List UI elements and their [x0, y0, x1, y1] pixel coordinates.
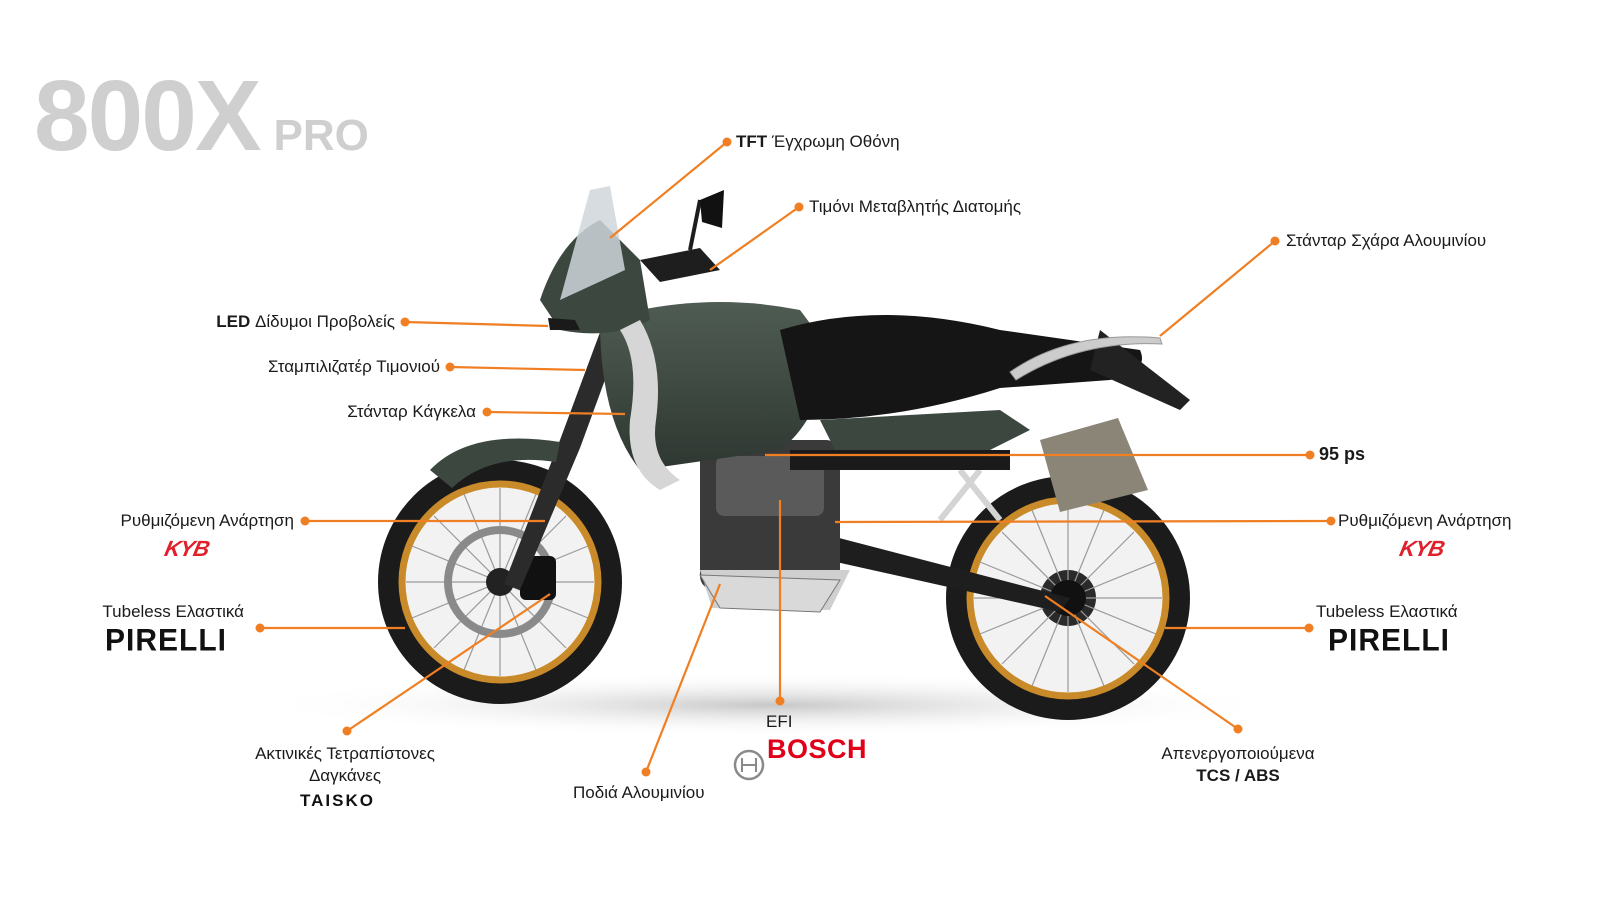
- callout-calipers: Ακτινικές Τετραπίστονες Δαγκάνες: [228, 743, 462, 787]
- dot-susp-rear: [1326, 516, 1336, 526]
- mirror-stem: [688, 199, 702, 251]
- front-fork: [504, 300, 632, 590]
- front-fender: [430, 438, 560, 488]
- line-led: [404, 320, 549, 328]
- callout-led: LED Δίδυμοι Προβολείς: [216, 311, 395, 333]
- callout-tft: TFT Έγχρωμη Οθόνη: [736, 131, 900, 153]
- dot-tyres-rear: [1304, 623, 1314, 633]
- callout-rack: Στάνταρ Σχάρα Αλουμινίου: [1286, 231, 1487, 250]
- callout-tcs-line1: Απενεργοποιούμενα: [1161, 744, 1315, 763]
- line-calipers: [346, 593, 551, 732]
- callout-susp-front: Ρυθμιζόμενη Ανάρτηση: [120, 511, 295, 530]
- dot-damper: [445, 362, 455, 372]
- line-rack: [1159, 240, 1276, 337]
- callout-efi: EFI: [766, 712, 793, 731]
- exhaust: [1040, 418, 1148, 512]
- pirelli-rear-text: PIRELLI: [1328, 623, 1451, 658]
- kyb-logo-front: KYB: [162, 536, 212, 561]
- dot-calipers: [342, 726, 352, 736]
- callout-calipers-line2: Δαγκάνες: [308, 766, 382, 785]
- dot-power: [1305, 450, 1315, 460]
- dot-tcs: [1233, 724, 1243, 734]
- dot-crashbars: [482, 407, 492, 417]
- callout-tyres-rear: Tubeless Ελαστικά: [1316, 602, 1458, 621]
- dot-tft: [722, 137, 732, 147]
- fuel-tank: [600, 302, 830, 470]
- pirelli-front-text: PIRELLI: [105, 623, 228, 658]
- callout-damper: Σταμπιλιζατέρ Τιμονιού: [268, 357, 440, 376]
- pirelli-logo-front: PIRELLI: [105, 623, 227, 659]
- callout-lines: [260, 141, 1332, 773]
- callout-tcs-line2: TCS / ABS: [1196, 766, 1280, 785]
- headlight: [548, 318, 580, 330]
- seat: [780, 315, 1142, 420]
- crash-bars: [620, 320, 680, 490]
- callout-tcs: Απενεργοποιούμενα TCS / ABS: [1138, 743, 1338, 787]
- dot-susp-front: [300, 516, 310, 526]
- dot-rack: [1270, 236, 1280, 246]
- bosch-logo-icon: [733, 749, 765, 781]
- callout-handlebar: Τιμόνι Μεταβλητής Διατομής: [809, 197, 1022, 216]
- callout-crashbars: Στάνταρ Κάγκελα: [347, 402, 476, 421]
- callout-tyres-front: Tubeless Ελαστικά: [102, 602, 244, 621]
- skid-plate: [699, 574, 841, 613]
- callout-dots: [255, 137, 1336, 777]
- line-tcs: [1044, 595, 1239, 730]
- line-susp-rear: [834, 519, 1332, 524]
- model-suffix: PRO: [273, 111, 369, 160]
- kyb-logo-rear: KYB: [1397, 536, 1447, 561]
- callout-power: 95 ps: [1319, 444, 1366, 464]
- rear-subframe: [937, 468, 1003, 522]
- frame-rail: [790, 450, 1010, 470]
- front-wheel: [378, 460, 622, 704]
- taisko-logo: TAISKO: [300, 791, 375, 810]
- callout-tft-text: Έγχρωμη Οθόνη: [767, 132, 900, 151]
- callout-tft-bold: TFT: [736, 132, 768, 151]
- line-footpegs: [644, 583, 722, 773]
- side-panel: [820, 410, 1030, 460]
- luggage-rack: [1009, 336, 1163, 381]
- windscreen: [560, 186, 625, 300]
- callout-footpegs: Ποδιά Αλουμινίου: [573, 783, 705, 802]
- line-crashbars: [486, 410, 626, 416]
- model-name: 800X: [34, 60, 262, 172]
- dot-led: [400, 317, 410, 327]
- pirelli-logo-rear: PIRELLI: [1328, 623, 1450, 659]
- line-damper: [449, 365, 586, 372]
- bosch-logo: BOSCH: [767, 734, 868, 764]
- callout-calipers-line1: Ακτινικές Τετραπίστονες: [255, 744, 435, 763]
- line-tft: [609, 141, 728, 239]
- callout-led-text: Δίδυμοι Προβολείς: [250, 312, 395, 331]
- callout-led-bold: LED: [216, 312, 251, 331]
- dot-handlebar: [794, 202, 804, 212]
- handlebar: [640, 248, 720, 282]
- dot-footpegs: [641, 767, 651, 777]
- tail: [1090, 330, 1190, 410]
- dot-efi: [775, 696, 785, 706]
- mirror: [700, 190, 724, 228]
- dot-tyres-front: [255, 623, 265, 633]
- engine: [699, 440, 850, 613]
- line-handlebar: [709, 206, 800, 271]
- callout-susp-rear: Ρυθμιζόμενη Ανάρτηση: [1338, 511, 1512, 530]
